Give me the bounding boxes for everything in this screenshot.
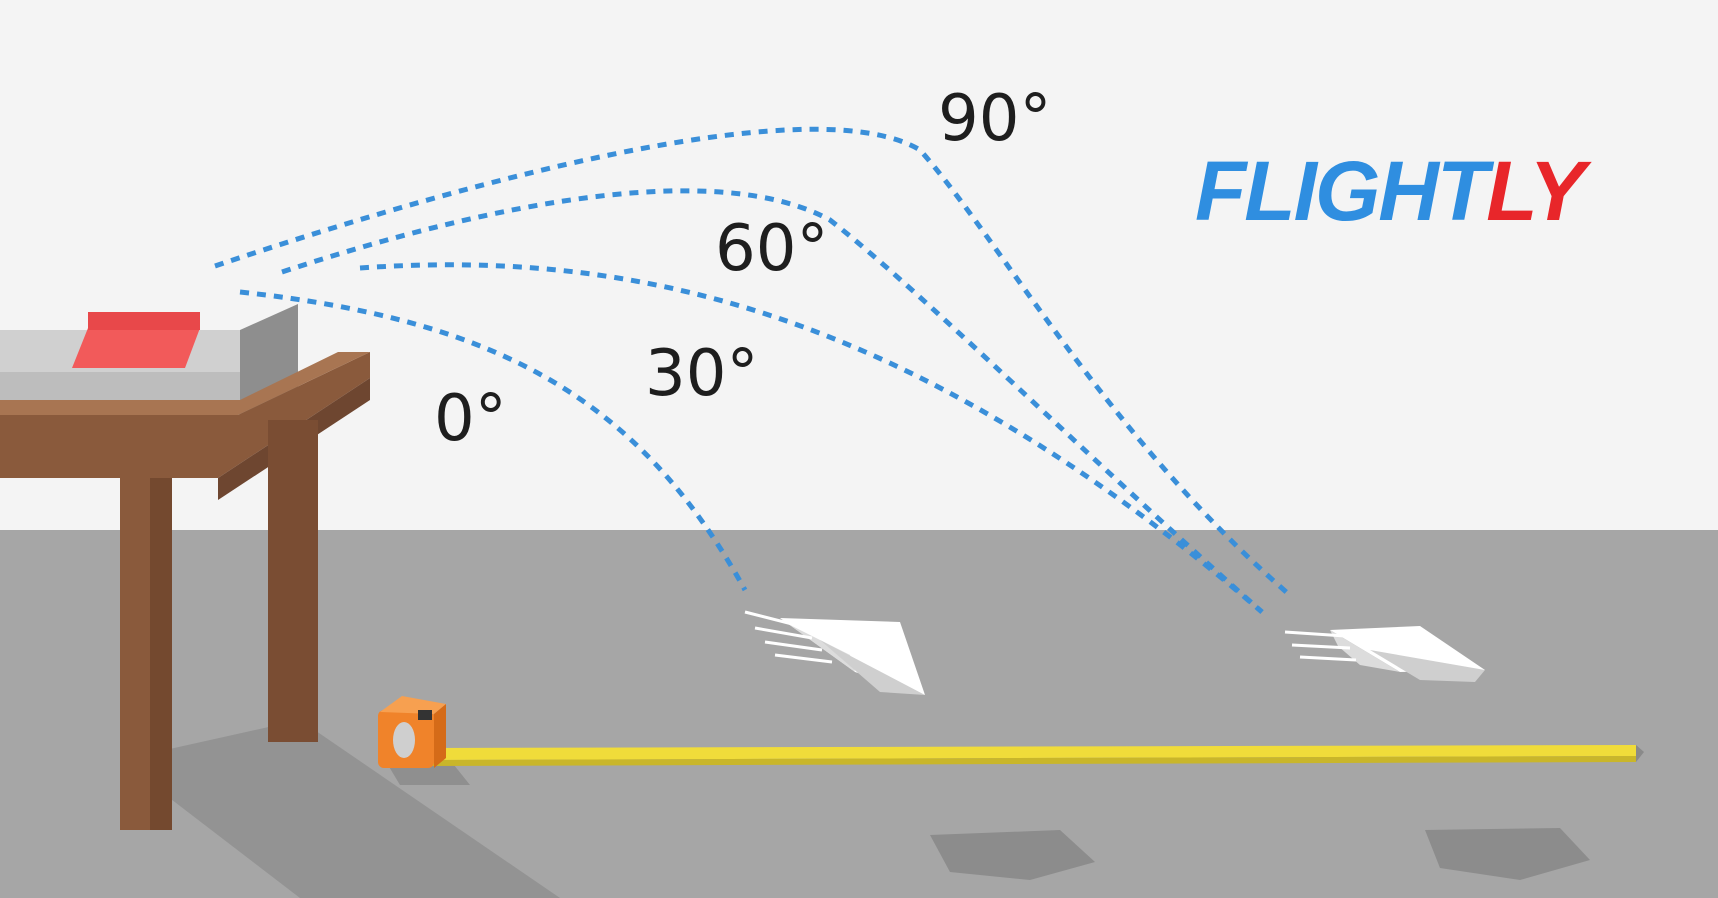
paper-airplane-icon	[744, 610, 925, 695]
logo-part-2: LY	[1486, 144, 1592, 238]
paper-airplane-icon-2	[1284, 626, 1485, 682]
trajectory-lines	[214, 126, 1294, 614]
logo-part-1: FLIGHT	[1195, 144, 1495, 238]
angle-label-0: 0°	[434, 382, 507, 456]
table-leg-back	[268, 420, 318, 742]
table-icon	[0, 352, 370, 830]
flightly-logo: FLIGHTLY	[1195, 144, 1594, 238]
angle-label-90: 90°	[938, 82, 1051, 156]
table-shadow	[120, 720, 560, 898]
svg-text:FLIGHTLY: FLIGHTLY	[1195, 144, 1592, 238]
airplane-shadow-2	[1425, 828, 1590, 880]
angle-label-30: 30°	[645, 337, 758, 411]
trajectory-0deg	[239, 289, 748, 592]
airplane-shadow-1	[930, 830, 1095, 880]
measuring-tape	[432, 745, 1636, 760]
launcher-pad	[72, 328, 200, 368]
trajectory-90deg	[214, 126, 1294, 599]
tape-measure-icon	[378, 696, 1644, 768]
trajectory-60deg	[281, 188, 1264, 614]
angle-label-60: 60°	[715, 212, 828, 286]
